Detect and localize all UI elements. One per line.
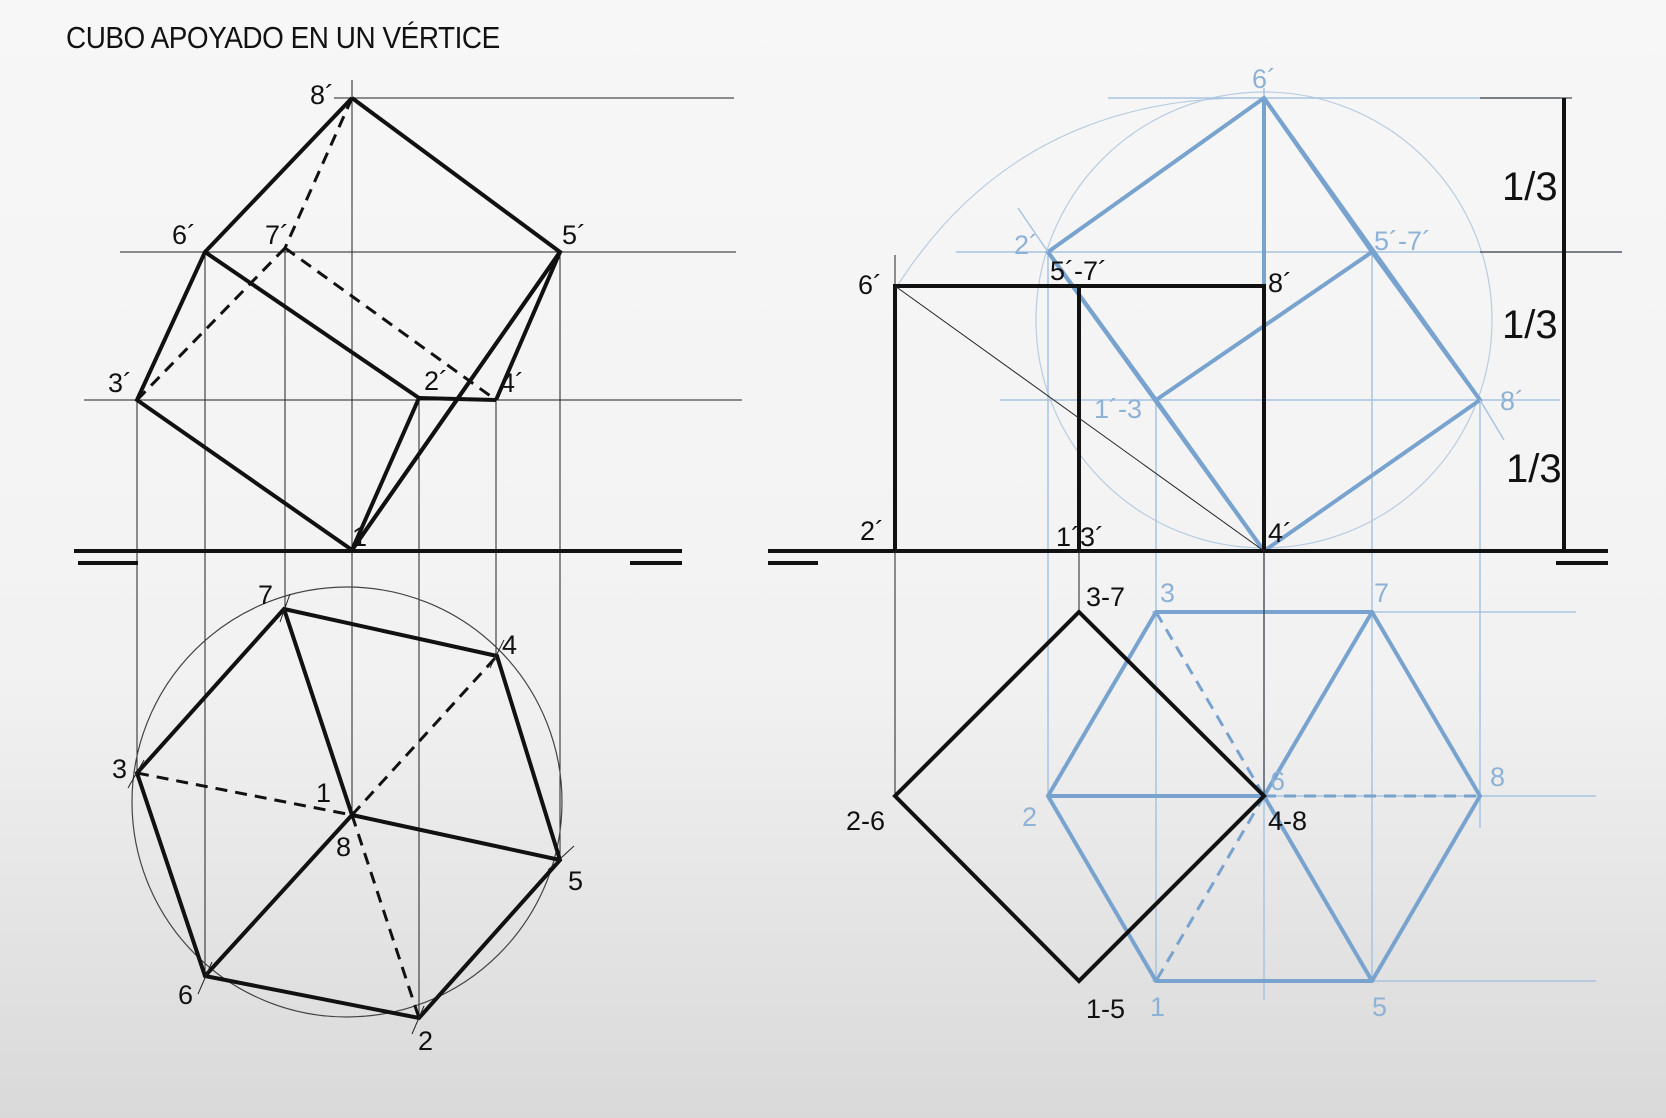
blue-label-3: 3 [1160, 578, 1175, 608]
blue-label-2prime: 2´ [1014, 230, 1038, 260]
black-label-2-6: 2-6 [846, 806, 885, 836]
black-label-3-7: 3-7 [1086, 582, 1125, 612]
label-1prime: 1 [352, 522, 367, 552]
label-2prime: 2´ [424, 366, 448, 396]
blue-arc-outer [895, 97, 1265, 289]
label-3prime: 3´ [108, 368, 132, 398]
blue-label-5-7prime: 5´-7´ [1374, 226, 1431, 256]
left-plan: 7 4 3 1 8 5 6 2 [112, 580, 583, 1056]
blue-edge-1-4 [1154, 398, 1266, 553]
hidden-edge-7-3 [135, 246, 287, 402]
drawing-title: CUBO APOYADO EN UN VÉRTICE [66, 20, 500, 55]
blue-label-2: 2 [1022, 802, 1037, 832]
elevation-outline [134, 96, 563, 553]
left-elevation: 8´ 6´ 7´ 5´ 3´ 2´ 4´ 1 [74, 80, 742, 1020]
blue-plan-6-5 [1262, 794, 1374, 983]
black-label-1-5: 1-5 [1086, 994, 1125, 1024]
label-4prime: 4´ [500, 368, 524, 398]
right-black-drawing: 1/3 1/3 1/3 6´ 5´-7´ 8´ 2´ 1´3´ 4´ 3-7 2… [768, 97, 1622, 1024]
blue-plan-6-1-hidden [1154, 795, 1266, 982]
black-label-1-3prime: 1´3´ [1056, 522, 1104, 552]
blue-label-1: 1 [1150, 992, 1165, 1022]
plan-edge-7-8 [282, 608, 354, 816]
blue-tick-2 [1017, 207, 1049, 253]
tick-3 [127, 759, 145, 789]
blue-edge-5-8 [1370, 250, 1482, 402]
ratio-label-top: 1/3 [1502, 165, 1558, 209]
ratio-label-bottom: 1/3 [1506, 447, 1562, 491]
blue-edge-5-6 [1262, 96, 1374, 254]
label-6prime: 6´ [172, 220, 196, 250]
edge-2-1 [350, 397, 421, 551]
blue-label-7: 7 [1374, 578, 1389, 608]
blue-plan-7-6 [1262, 610, 1374, 798]
black-label-8prime: 8´ [1268, 268, 1292, 298]
label-8prime: 8´ [310, 80, 334, 110]
blue-label-5: 5 [1372, 992, 1387, 1022]
plan-label-6: 6 [178, 980, 193, 1010]
blue-edge-1-2 [1046, 250, 1158, 402]
plan-label-3: 3 [112, 754, 127, 784]
tick-6 [197, 961, 213, 995]
plan-label-5: 5 [568, 866, 583, 896]
blue-label-1-3prime: 1´-3 [1094, 394, 1142, 424]
tick-5 [547, 845, 575, 871]
blue-label-8prime: 8´ [1500, 386, 1524, 416]
blue-tick-8 [1479, 399, 1505, 441]
blue-plan-3-6-hidden [1154, 611, 1266, 797]
plan-label-4: 4 [502, 630, 517, 660]
plan-edge-8-6 [203, 813, 354, 978]
edge-4-5 [494, 251, 562, 401]
plan-edge-8-5 [351, 813, 561, 862]
black-label-5-7prime: 5´-7´ [1050, 256, 1107, 286]
plan-label-1: 1 [316, 778, 331, 808]
plan-hidden-1-2 [350, 814, 421, 1019]
black-label-4prime: 4´ [1268, 518, 1292, 548]
blue-label-8: 8 [1490, 762, 1505, 792]
tick-7 [279, 593, 291, 623]
plan-label-8: 8 [336, 832, 351, 862]
hidden-edge-7-4 [284, 246, 497, 402]
black-label-6prime: 6´ [858, 270, 882, 300]
label-5prime: 5´ [562, 220, 586, 250]
plan-hidden-3-1 [136, 771, 353, 817]
hidden-edge-8-7 [283, 97, 354, 249]
blue-label-6: 6 [1270, 766, 1285, 796]
plan-hidden-1-4 [350, 654, 499, 817]
tick-4 [489, 639, 505, 669]
edge-6-2 [203, 250, 421, 400]
tick-2 [411, 1005, 425, 1035]
edge-1-5 [350, 250, 562, 552]
circumscribed-circle [131, 586, 563, 1018]
ratio-label-middle: 1/3 [1502, 303, 1558, 347]
plan-label-7: 7 [258, 580, 273, 610]
label-7prime: 7´ [265, 220, 289, 250]
blue-label-6prime: 6´ [1252, 64, 1276, 94]
black-plan-diamond [892, 609, 1267, 984]
plan-label-2: 2 [418, 1026, 433, 1056]
black-label-2prime: 2´ [860, 516, 884, 546]
black-diagonal [894, 285, 1265, 552]
black-label-4-8: 4-8 [1268, 806, 1307, 836]
